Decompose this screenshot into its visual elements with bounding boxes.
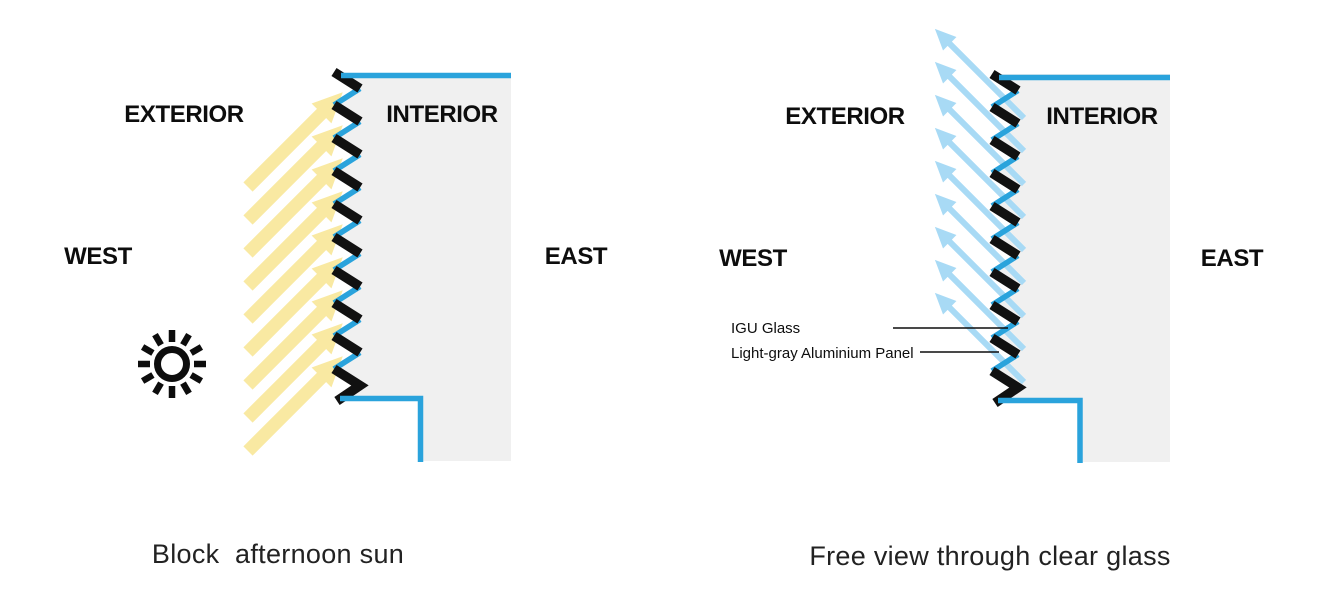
exterior-label: EXTERIOR [785,103,905,130]
interior-label: INTERIOR [1046,103,1158,130]
sun-icon [138,330,206,398]
annotation-igu-glass: IGU Glass [731,320,800,337]
annotation-aluminium-panel: Light-gray Aluminium Panel [731,345,914,362]
bottom-frame-line [340,395,424,462]
exterior-label: EXTERIOR [124,101,244,128]
west-label: WEST [719,245,787,272]
left-diagram: EXTERIOR INTERIOR WEST EAST Block aftern… [64,67,608,569]
diagram-caption: Block afternoon sun [152,539,404,569]
west-label: WEST [64,243,132,270]
facade-panel-strokes [331,67,369,405]
bottom-frame-line [998,397,1083,463]
east-label: EAST [545,243,608,270]
interior-area [334,73,511,461]
sun-rays [138,330,206,398]
facade-panel-strokes [989,69,1027,407]
interior-area [992,74,1170,462]
facade-glass-strokes [332,86,362,372]
interior-label: INTERIOR [386,101,498,128]
east-label: EAST [1201,245,1264,272]
diagram-caption: Free view through clear glass [809,541,1170,571]
facade-glass-strokes [990,88,1020,374]
right-diagram: IGU Glass Light-gray Aluminium Panel EXT… [719,22,1264,571]
